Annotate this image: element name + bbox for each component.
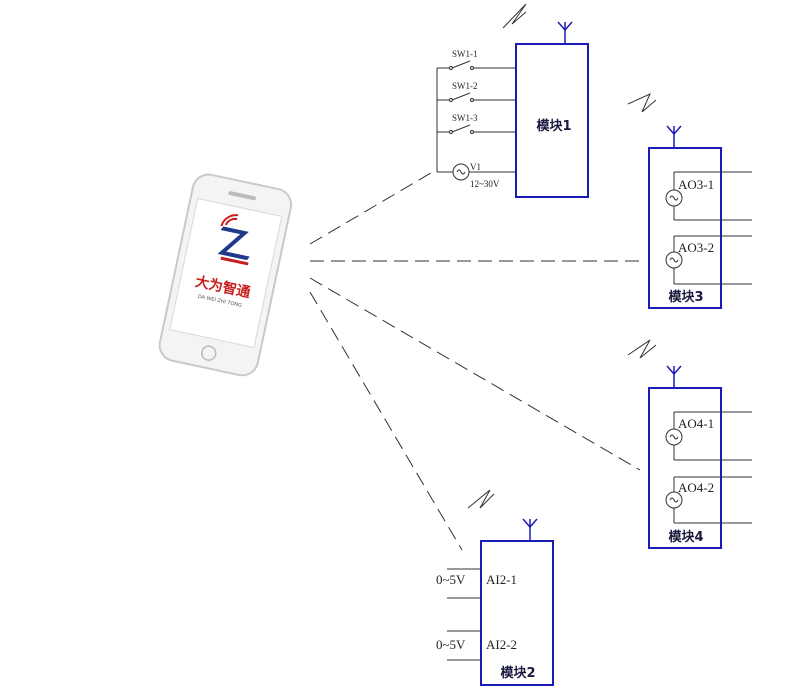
- output-label: AO3-2: [678, 240, 714, 255]
- voltage-label: 12~30V: [470, 179, 500, 189]
- antenna-icon: [666, 365, 682, 388]
- module-1: 模块1 SW1-1 SW1-2 SW1-3 V1 12~30V: [436, 21, 589, 198]
- switch-label: SW1-1: [452, 49, 478, 59]
- module-4-label: 模块4: [668, 529, 703, 545]
- antenna-icon: [522, 518, 538, 541]
- z-logo-icon: [217, 214, 250, 266]
- switch-label: SW1-3: [452, 113, 478, 123]
- input-label: AI2-1: [486, 572, 517, 587]
- antenna-icon: [557, 21, 573, 44]
- wireless-links: [309, 169, 641, 551]
- module-1-label: 模块1: [536, 118, 571, 134]
- input-range: 0~5V: [436, 637, 466, 652]
- antenna-icon: [666, 125, 682, 148]
- output-label: AO3-1: [678, 177, 714, 192]
- signal-icons: [467, 3, 657, 509]
- switch-label: SW1-2: [452, 81, 478, 91]
- input-range: 0~5V: [436, 572, 466, 587]
- input-label: AI2-2: [486, 637, 517, 652]
- module-2: 0~5V AI2-1 0~5V AI2-2 模块2: [436, 518, 554, 686]
- module-3-label: 模块3: [668, 289, 703, 305]
- smartphone: 大为智通 DA WEI ZHI TONG: [158, 173, 293, 377]
- source-label: V1: [470, 162, 481, 172]
- module-3: AO3-1 AO3-2 模块3: [648, 125, 752, 309]
- module-2-label: 模块2: [500, 665, 535, 681]
- output-label: AO4-2: [678, 480, 714, 495]
- output-label: AO4-1: [678, 416, 714, 431]
- module-4: AO4-1 AO4-2 模块4: [648, 365, 752, 549]
